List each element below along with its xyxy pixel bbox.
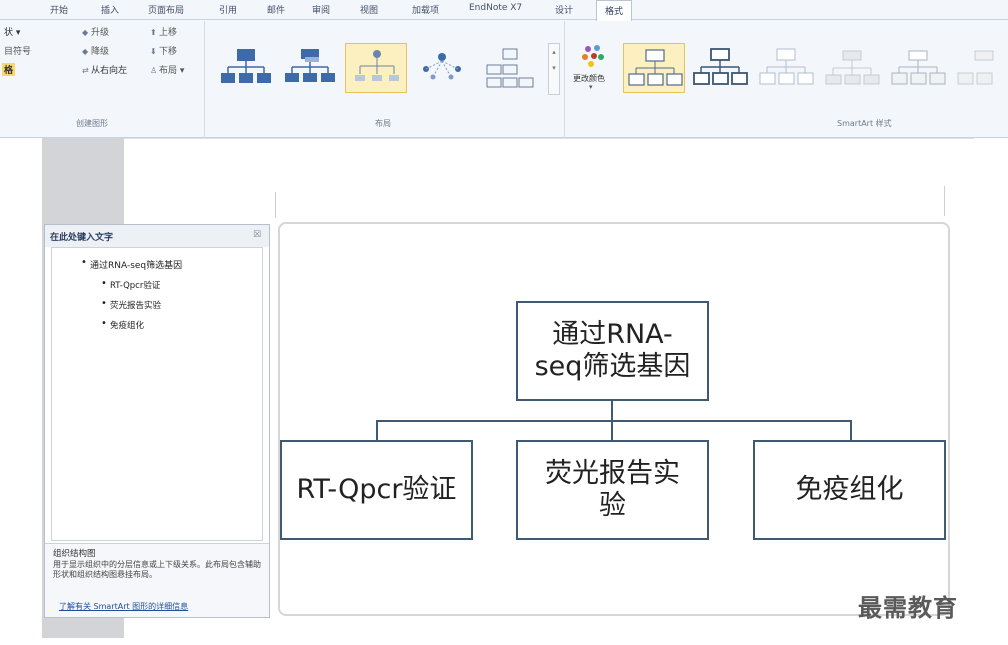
tab-endnote[interactable]: EndNote X7	[469, 3, 523, 13]
outline-style-icon	[628, 49, 683, 86]
connector-root-down	[611, 401, 613, 421]
move-down-button[interactable]: ⬇下移	[150, 47, 178, 57]
text-pane-header: 在此处键入文字 ☒	[45, 225, 269, 247]
layout-hierarchy-thumbnail[interactable]	[345, 43, 407, 93]
tab-view[interactable]: 视图	[360, 6, 379, 16]
demote-button[interactable]: ◆降级	[82, 47, 110, 57]
style-polished-thumbnail[interactable]	[953, 43, 1008, 93]
smartart-root-node[interactable]: 通过RNA- seq筛选基因	[516, 301, 709, 401]
swap-icon: ⇄	[82, 66, 89, 75]
layout-horizontal-hierarchy-thumbnail[interactable]	[477, 43, 539, 93]
style-inset-thumbnail[interactable]	[887, 43, 949, 93]
arrow-down-icon: ⬇	[150, 47, 157, 56]
tab-page-layout[interactable]: 页面布局	[148, 6, 185, 16]
page-margin-guide-left	[275, 192, 276, 218]
layout-org-chart-thumbnail[interactable]	[215, 43, 277, 93]
tab-format[interactable]: 格式	[596, 0, 633, 21]
change-colors-label: 更改颜色	[573, 74, 605, 83]
layouts-gallery-scroll[interactable]: ▴▾	[548, 43, 560, 95]
layout-name-title-thumbnail[interactable]	[279, 43, 341, 93]
watermark: 最需教育	[858, 594, 958, 622]
create-graphic-group-label: 创建图形	[76, 119, 108, 128]
layout-description-title: 组织结构图	[53, 549, 96, 559]
layout-dropdown-button[interactable]: ♙布局 ▾	[150, 66, 185, 76]
connector-child-2	[611, 420, 613, 440]
layout-description-text: 用于显示组织中的分层信息或上下级关系。此布局包含辅助形状和组织结构图悬挂布局。	[53, 560, 261, 579]
text-pane-footer: 组织结构图 用于显示组织中的分层信息或上下级关系。此布局包含辅助形状和组织结构图…	[45, 543, 269, 617]
arrow-left-icon: ◆	[82, 28, 89, 37]
hierarchy-icon: ♙	[150, 66, 158, 75]
text-pane-item-level1[interactable]: 通过RNA-seq筛选基因	[81, 257, 182, 271]
name-title-layout-icon	[285, 49, 335, 82]
outline-hierarchy-layout-icon	[486, 48, 534, 88]
child-node-2-text-line-2: 验	[599, 490, 626, 521]
root-node-text-line-2: seq筛选基因	[534, 351, 691, 382]
layouts-group-label: 布局	[375, 119, 391, 128]
smartart-text-pane: 在此处键入文字 ☒ 通过RNA-seq筛选基因 RT-Qpcr验证 荧光报告实验…	[44, 224, 270, 618]
color-palette-icon	[582, 45, 604, 67]
tab-smartart-design[interactable]: 设计	[555, 6, 574, 16]
learn-more-link[interactable]: 了解有关 SmartArt 图形的详细信息	[59, 602, 189, 611]
smartart-child-node-1[interactable]: RT-Qpcr验证	[280, 440, 473, 540]
move-up-button[interactable]: ⬆上移	[150, 28, 178, 38]
style-moderate-thumbnail[interactable]	[689, 43, 751, 93]
child-node-3-text: 免疫组化	[795, 474, 904, 505]
3d-style-icon	[825, 50, 880, 85]
close-icon[interactable]: ☒	[253, 230, 262, 240]
text-pane-item-level2[interactable]: 荧光报告实验	[101, 298, 161, 311]
circle-hierarchy-layout-icon	[423, 53, 461, 80]
tab-home[interactable]: 开始	[50, 6, 69, 16]
smartart-styles-group: 更改颜色 ▾	[565, 21, 1008, 138]
tab-references[interactable]: 引用	[219, 6, 238, 16]
ribbon: 开始 插入 页面布局 引用 邮件 审阅 视图 加载项 EndNote X7 设计…	[0, 0, 1008, 138]
text-pane-button[interactable]: 格	[2, 63, 16, 76]
root-node-text-line-1: 通过RNA-	[552, 319, 673, 350]
layouts-group: ▴▾ 布局	[205, 21, 565, 138]
add-shape-button[interactable]: 状 ▾	[4, 28, 21, 38]
create-graphic-group: 状 ▾ 目符号 格 ◆升级 ◆降级 ⇄从右向左 ⬆上移 ⬇下移 ♙布局 ▾ 创建…	[0, 21, 205, 138]
bold-outline-style-icon	[693, 48, 748, 85]
hierarchy-layout-icon	[355, 50, 399, 81]
promote-button[interactable]: ◆升级	[82, 28, 110, 38]
smartart-canvas[interactable]: 通过RNA- seq筛选基因 RT-Qpcr验证 荧光报告实 验 免疫组化	[278, 222, 950, 616]
tab-mailings[interactable]: 邮件	[267, 6, 286, 16]
smartart-child-node-2[interactable]: 荧光报告实 验	[516, 440, 709, 540]
connector-child-3	[850, 420, 852, 440]
text-pane-item-level2[interactable]: RT-Qpcr验证	[101, 278, 160, 291]
style-simple-thumbnail[interactable]	[623, 43, 685, 93]
style-3d-thumbnail[interactable]	[821, 43, 883, 93]
tab-review[interactable]: 审阅	[312, 6, 331, 16]
text-pane-item-level2[interactable]: 免疫组化	[101, 318, 144, 331]
polished-style-icon	[957, 50, 994, 85]
layout-circle-hierarchy-thumbnail[interactable]	[411, 43, 473, 93]
chevron-down-icon: ▾	[589, 83, 593, 91]
tab-insert[interactable]: 插入	[101, 6, 120, 16]
inset-style-icon	[891, 50, 946, 85]
arrow-up-icon: ⬆	[150, 28, 157, 37]
tab-add-ins[interactable]: 加载项	[412, 6, 440, 16]
page-margin-guide-right	[944, 186, 945, 216]
text-pane-editor[interactable]: 通过RNA-seq筛选基因 RT-Qpcr验证 荧光报告实验 免疫组化	[51, 247, 263, 541]
text-pane-title: 在此处键入文字	[50, 233, 114, 243]
smartart-styles-group-label: SmartArt 样式	[837, 119, 892, 128]
smartart-child-node-3[interactable]: 免疫组化	[753, 440, 946, 540]
connector-horizontal	[376, 420, 852, 422]
org-chart-layout-icon	[221, 49, 271, 83]
light-outline-style-icon	[759, 48, 814, 85]
connector-child-1	[376, 420, 378, 440]
child-node-2-text-line-1: 荧光报告实	[545, 458, 680, 489]
arrow-right-icon: ◆	[82, 47, 89, 56]
page-top-edge	[124, 138, 974, 139]
right-to-left-button[interactable]: ⇄从右向左	[82, 66, 128, 76]
add-bullet-button[interactable]: 目符号	[4, 47, 32, 57]
style-subtle-thumbnail[interactable]	[755, 43, 817, 93]
ribbon-tab-bar: 开始 插入 页面布局 引用 邮件 审阅 视图 加载项 EndNote X7 设计…	[0, 0, 1008, 21]
child-node-1-text: RT-Qpcr验证	[296, 474, 457, 505]
change-colors-button[interactable]: 更改颜色 ▾	[571, 43, 619, 95]
